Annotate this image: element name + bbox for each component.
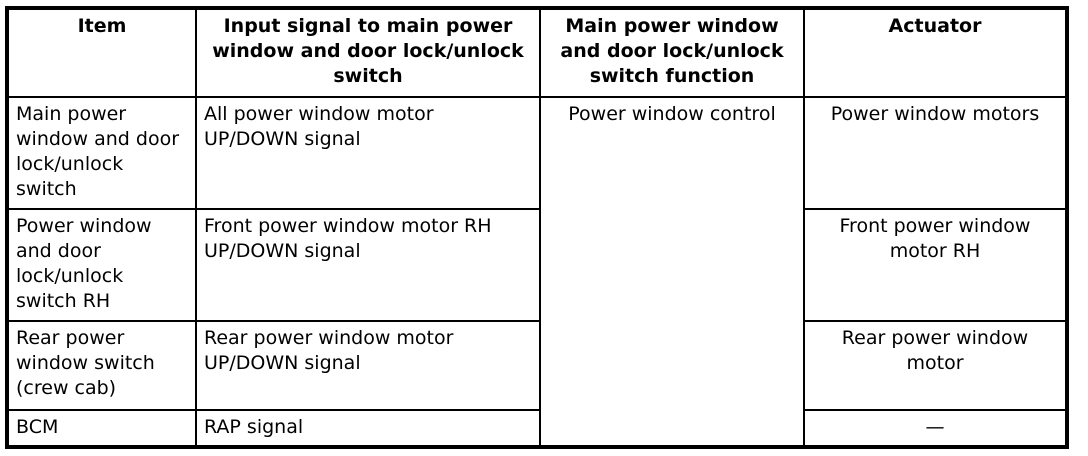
table-row: BCM RAP signal — (6, 409, 1068, 448)
item-cell: Rear power window switch (crew cab) (6, 320, 197, 411)
actuator-cell: Power window motors (803, 96, 1068, 210)
actuator-cell: — (803, 409, 1068, 448)
input-signal-cell: Rear power window motor UP/DOWN signal (195, 320, 541, 411)
item-cell: Power window and door lock/unlock switch… (6, 208, 197, 322)
table-header-row: Item Input signal to main power window a… (6, 7, 1068, 98)
table-row: Rear power window switch (crew cab) Rear… (6, 320, 1068, 411)
input-signal-cell: All power window motor UP/DOWN signal (195, 96, 541, 210)
header-input-signal: Input signal to main power window and do… (195, 7, 541, 98)
actuator-cell: Rear power window motor (803, 320, 1068, 411)
actuator-cell: Front power window motor RH (803, 208, 1068, 322)
input-signal-cell: RAP signal (195, 409, 541, 448)
table-row: Main power window and door lock/unlock s… (6, 96, 1068, 448)
input-signal-cell: Front power window motor RH UP/DOWN sign… (195, 208, 541, 322)
document-page: Item Input signal to main power window a… (5, 6, 1069, 449)
header-switch-function: Main power window and door lock/unlock s… (539, 7, 805, 98)
item-cell: BCM (6, 409, 197, 448)
header-actuator: Actuator (803, 7, 1068, 98)
function-cell: Power window control (539, 96, 805, 448)
table-row: Power window and door lock/unlock switch… (6, 208, 1068, 322)
header-item: Item (6, 7, 197, 98)
power-window-function-table: Item Input signal to main power window a… (5, 6, 1069, 449)
item-cell: Main power window and door lock/unlock s… (6, 96, 197, 210)
